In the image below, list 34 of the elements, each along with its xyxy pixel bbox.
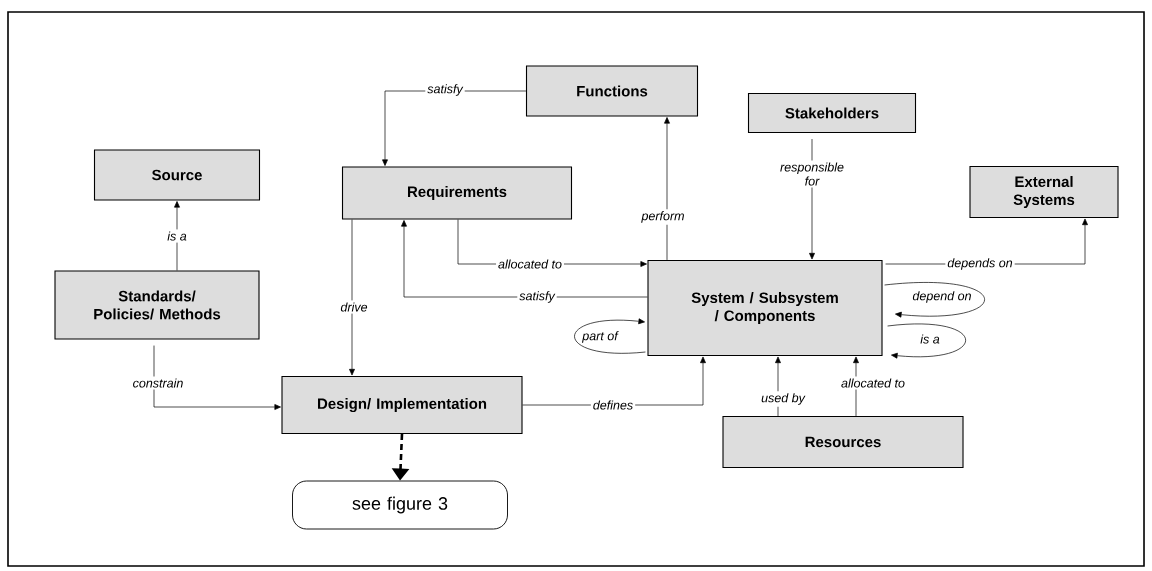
process-box: Standards/ Policies/ Methods <box>54 270 260 340</box>
edge-label: allocated to <box>839 376 907 390</box>
arrow <box>853 356 859 417</box>
process-box: Functions <box>525 65 699 117</box>
edge-label: allocated to <box>496 257 564 271</box>
edge-label: used by <box>759 391 807 407</box>
edge-label: drive <box>338 300 370 314</box>
edge-label: satisfy <box>425 82 465 98</box>
edge-label: constrain <box>130 376 186 390</box>
arrow <box>401 220 648 298</box>
loop-arrow <box>887 323 966 359</box>
edge-label: is a <box>165 229 189 243</box>
edge-label: responsible for <box>770 160 854 188</box>
loop-arrow <box>884 282 985 318</box>
process-box: Resources <box>722 415 964 469</box>
edge-label: depends on <box>945 256 1015 272</box>
arrow <box>664 117 670 261</box>
edge-label: satisfy <box>517 289 557 305</box>
arrow <box>153 345 281 410</box>
process-box: System / Subsystem / Components <box>647 259 883 357</box>
process-box: External Systems <box>969 165 1119 219</box>
edge-label: part of <box>581 331 619 343</box>
process-box: Stakeholders <box>747 92 917 134</box>
edge-label: is a <box>920 334 940 344</box>
edge-label: perform <box>639 209 687 225</box>
edge-label: depend on <box>912 291 971 303</box>
arrow <box>174 201 180 271</box>
process-box: Design/ Implementation <box>281 375 523 435</box>
process-box: Source <box>93 149 261 201</box>
loop-arrow <box>574 318 646 354</box>
reference-box: see figure 3 <box>292 480 508 530</box>
edge-label: defines <box>590 398 636 412</box>
arrow <box>349 219 355 376</box>
process-box: Requirements <box>341 166 573 220</box>
